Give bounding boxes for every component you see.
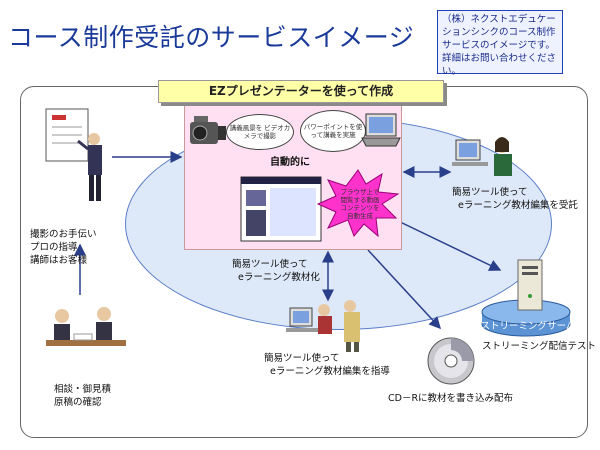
left-label-1: 撮影のお手伝い [30,229,97,240]
bottom-left-labels: 相談・御見積 原稿の確認 [54,383,111,409]
browser-screen-icon [240,176,322,242]
cd-label: CD－Rに教材を書き込み配布 [388,393,514,404]
bubble-left: 講義風景を ビデオカメラで撮影 [226,114,294,150]
bottom-mid-label-1: 簡易ツール使って [264,353,340,364]
lecturer-whiteboard-icon [45,108,102,201]
streaming-server-name: ストリーミングサーバ [480,321,576,332]
coaching-scene-icon [286,300,360,352]
starburst-text: ブラウザ上で閲覧する動画コンテンツを自動生成 [340,188,380,220]
left-label-3: 講師はお客様 [30,255,88,266]
page-title: コース制作受託のサービスイメージ [8,23,415,52]
bottom-mid-labels: 簡易ツール使って eラーニング教材編集を指導 [264,352,390,378]
center-bottom-label-2: eラーニング教材化 [238,272,320,283]
video-camera-icon [190,116,226,144]
arrow-center-to-cd [367,249,442,330]
auto-label: 自動的に [270,157,310,168]
cd-disc-icon [427,337,475,385]
bubble-right: パワーポイントを使って講義を実施 [300,110,366,152]
editor-at-pc-icon [452,137,512,176]
bottom-left-label-2: 原稿の確認 [54,397,102,408]
streaming-server-caption: ストリーミング配信テスト [482,341,597,352]
presenter-banner: EZプレゼンテーターを使って作成 [158,80,444,103]
meeting-people-icon [46,307,126,346]
bottom-left-label-1: 相談・御見積 [54,384,112,395]
bottom-mid-label-2: eラーニング教材編集を指導 [270,366,390,377]
right-top-labels: 簡易ツール使って eラーニング教材編集を受託 [452,186,578,212]
right-top-label-1: 簡易ツール使って [452,187,528,198]
starburst-shape [316,169,400,238]
info-note: （株）ネクストエデュケーションシンクのコース制作サービスのイメージです。詳細はお… [437,10,563,77]
center-bottom-labels: 簡易ツール使って eラーニング教材化 [232,258,320,284]
streaming-server-icon [481,259,571,337]
center-bottom-label-1: 簡易ツール使って [232,259,308,270]
laptop-icon [361,113,401,147]
left-label-2: プロの指導 [30,242,78,253]
arrow-center-to-server [395,219,502,271]
left-labels: 撮影のお手伝い プロの指導 講師はお客様 [30,228,97,267]
right-top-label-2: eラーニング教材編集を受託 [458,200,578,211]
